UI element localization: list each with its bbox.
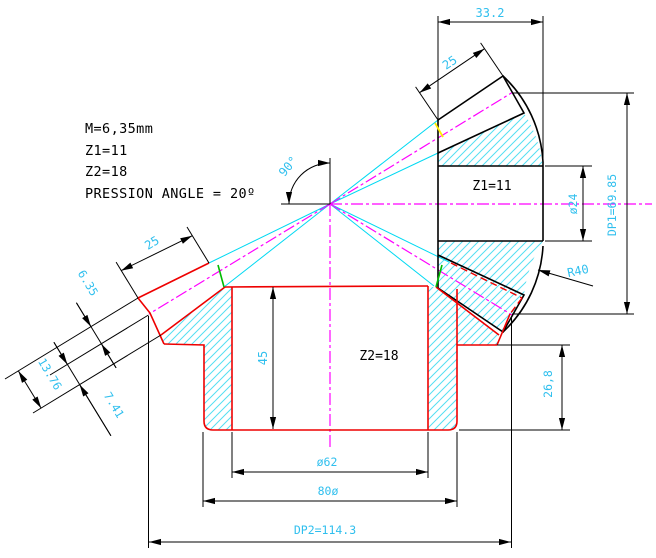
gear2-right-rim-hatch [428, 287, 499, 430]
dim-line-whole-depth [17, 370, 42, 409]
construction-line [223, 203, 331, 288]
gear2-left-back-cone [137, 297, 165, 345]
angle-arc [288, 162, 331, 205]
dim-hub-dia-text: 80ø [318, 484, 339, 498]
gear2-body-profile [163, 343, 497, 431]
dim-bore2-text: ø62 [317, 455, 338, 469]
dim-dp2-text: DP2=114.3 [294, 523, 356, 537]
gear2-label: Z2=18 [359, 349, 398, 364]
dim-addendum-text: 6.35 [75, 268, 101, 299]
ext-line [186, 226, 210, 264]
gear2-right-tooth-inner-face [435, 264, 443, 288]
dim-26-8-text: 26,8 [541, 370, 555, 398]
centerlines [148, 91, 652, 448]
gear1-upper-tooth [437, 74, 526, 154]
r40-leader [537, 269, 594, 287]
ext-line [415, 86, 439, 121]
gear2-right-outer-face-hidden [509, 297, 523, 315]
ext-line [115, 261, 139, 299]
dim-whole-depth-text: 13.76 [35, 356, 65, 393]
gear2-left-tooth-inner-face [217, 264, 225, 288]
dim-bore1-text: ø24 [566, 194, 580, 215]
gear2-right-back-cone [496, 313, 511, 346]
ext-line [32, 334, 162, 414]
gear1-pitch-tick [434, 122, 444, 138]
gear1-upper-body-hatch [438, 113, 543, 166]
gear1-upper-back-arc [502, 75, 544, 163]
dim-arrow-carrier [75, 302, 92, 327]
dimension-lines [4, 16, 634, 548]
gear1-lower-back-arc [502, 245, 544, 333]
gear2-outline [137, 262, 523, 431]
dim-90-text: 90° [276, 154, 301, 180]
dim-line-25-gear2 [120, 235, 193, 272]
gear2-left-rim-hatch [161, 287, 232, 430]
dim-33-2-text: 33.2 [476, 6, 505, 20]
construction-line [329, 203, 450, 263]
dim-r40-text: R40 [566, 262, 590, 280]
pitch-line-upper-right [329, 91, 514, 205]
gear2-left-tooth-tip [137, 262, 210, 299]
dim-25-gear1-text: 25 [440, 53, 460, 73]
gear1-outline [437, 74, 544, 334]
gear2-right-tooth-tip-hidden [450, 262, 523, 299]
pitch-line-lower-right [329, 203, 513, 316]
note-z2: Z2=18 [85, 164, 128, 180]
construction-line [329, 152, 439, 205]
construction-line [208, 203, 331, 264]
dim-arrow-carrier [101, 343, 117, 369]
note-pressure-angle: PRESSION ANGLE = 20º [85, 186, 256, 202]
pitch-construction-lines [208, 119, 450, 288]
note-z1: Z1=11 [85, 143, 128, 159]
dim-arrow-carrier [79, 384, 112, 437]
dim-45-text: 45 [256, 351, 270, 365]
pitch-line-lower-left [148, 203, 331, 315]
gear1-label: Z1=11 [472, 179, 511, 194]
gear1-lower-body-hatch [438, 241, 543, 332]
ext-line [4, 297, 139, 380]
tooth-end-marks [217, 122, 444, 288]
dim-25-gear2-text: 25 [142, 233, 162, 252]
dim-arrow-carrier [53, 342, 68, 365]
ext-line [480, 42, 504, 77]
annotation-texts: M=6,35mm Z1=11 Z2=18 PRESSION ANGLE = 20… [35, 6, 619, 537]
construction-line [329, 203, 435, 287]
section-hatching [161, 113, 543, 430]
dim-dp1-text: DP1=69.85 [605, 174, 619, 236]
gear2-hub-top-face [224, 285, 429, 288]
ext-line [49, 314, 149, 376]
construction-line [329, 119, 439, 205]
dim-dedendum-text: 7.41 [101, 390, 127, 421]
dim-line-25-gear1 [419, 48, 485, 94]
gear2-left-tooth-root [160, 286, 226, 336]
gear2-right-tooth-root [435, 286, 500, 336]
note-module: M=6,35mm [85, 121, 153, 137]
